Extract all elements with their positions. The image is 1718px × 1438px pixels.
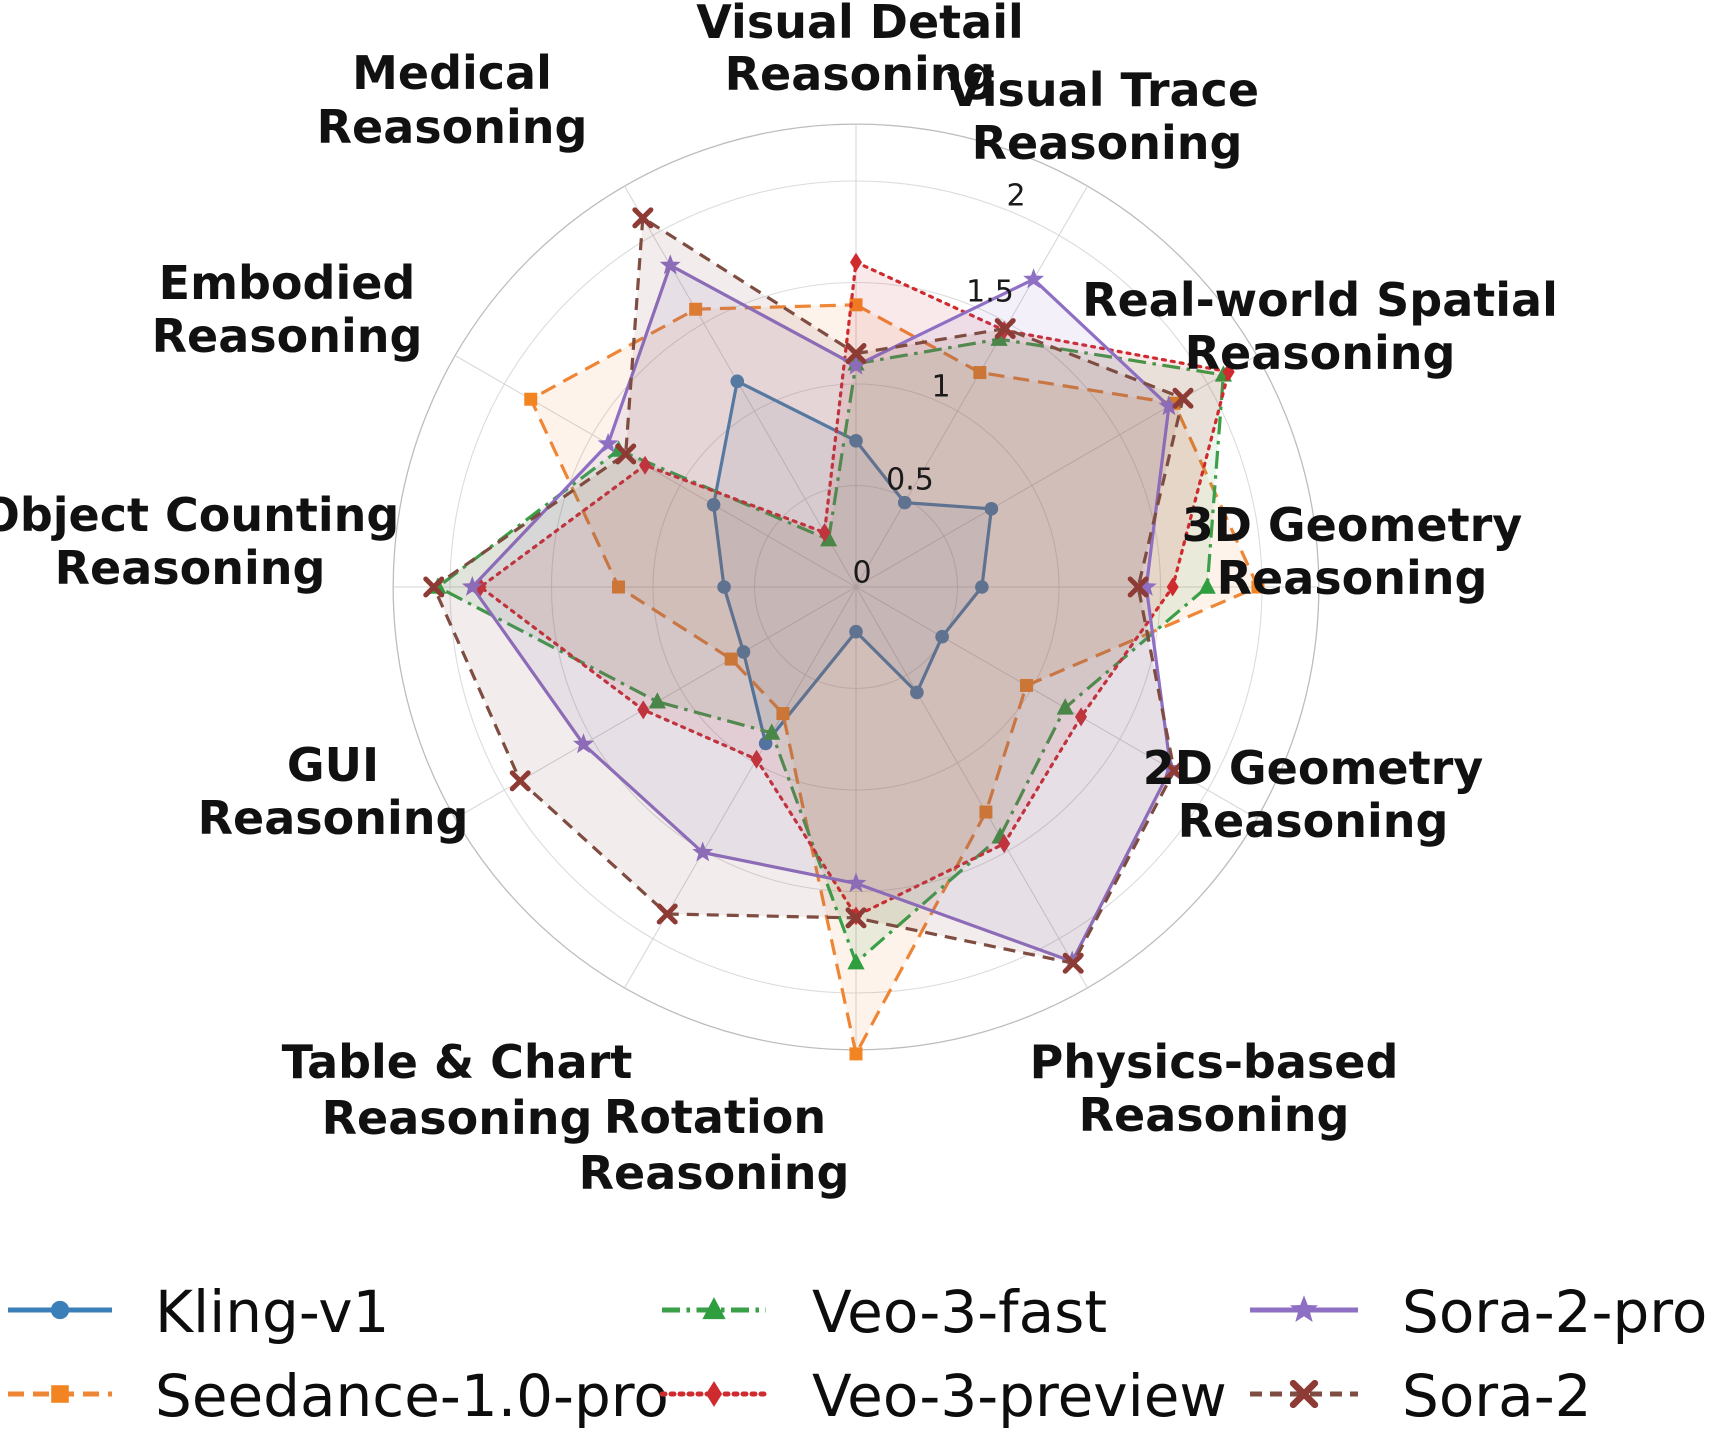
legend-item-sora-2-pro: Sora-2-pro	[1250, 1278, 1707, 1346]
legend-label: Sora-2-pro	[1402, 1278, 1707, 1346]
axis-label-line: Rotation	[604, 1090, 826, 1144]
legend-item-veo-3-preview: Veo-3-preview	[659, 1362, 1227, 1430]
axis-label-line: Real-world Spatial	[1082, 273, 1558, 327]
spoke-physics-based-reasoning	[855, 586, 1088, 989]
legend-label: Seedance-1.0-pro	[155, 1362, 669, 1430]
legend-item-seedance-1-0-pro: Seedance-1.0-pro	[8, 1362, 669, 1430]
axis-label-line: Reasoning	[198, 791, 469, 845]
legend-item-veo-3-fast: Veo-3-fast	[662, 1278, 1107, 1346]
axis-label-line: Reasoning	[1178, 794, 1449, 848]
series-fill-veo-3-preview	[480, 262, 1229, 916]
axis-label-line: 2D Geometry	[1143, 741, 1484, 795]
series-fill-seedance-1-0-pro	[530, 304, 1258, 1054]
legend-swatch-marker	[51, 1385, 69, 1403]
radial-tick-1: 1	[931, 370, 950, 405]
radial-tick-2: 2	[1006, 179, 1025, 214]
axis-label-line: GUI	[287, 738, 379, 792]
legend-item-kling-v1: Kling-v1	[8, 1278, 389, 1346]
axis-label-line: Reasoning	[322, 1091, 593, 1145]
axis-label-line: Visual Trace	[947, 63, 1259, 117]
axis-label-line: Physics-based	[1030, 1035, 1399, 1089]
legend-label: Veo-3-preview	[812, 1362, 1227, 1430]
series-fill-sora-2	[433, 217, 1183, 964]
axis-label-line: Reasoning	[152, 309, 423, 363]
axis-label-line: Reasoning	[725, 47, 996, 101]
series-sora-2	[423, 207, 1194, 974]
legend-label: Sora-2	[1402, 1362, 1592, 1430]
radial-tick-0.5: 0.5	[886, 463, 934, 498]
series-fill-kling-v1	[713, 381, 992, 744]
axis-label-line: Reasoning	[1185, 326, 1456, 380]
spoke-visual-trace-reasoning	[855, 185, 1088, 588]
radial-tick-1.5: 1.5	[966, 275, 1014, 310]
axis-label-line: Reasoning	[972, 116, 1243, 170]
series-markers-seedance-1-0-pro	[524, 298, 1265, 1061]
legend-label: Veo-3-fast	[812, 1278, 1107, 1346]
axis-label-line: Reasoning	[579, 1146, 850, 1200]
series-veo-3-preview	[474, 252, 1235, 926]
legend-label: Kling-v1	[155, 1278, 389, 1346]
axis-label-line: Visual Detail	[696, 0, 1023, 49]
axis-label-line: Reasoning	[1079, 1088, 1350, 1142]
legend-swatch-marker	[1289, 1295, 1319, 1322]
legend-swatch-marker	[50, 1300, 70, 1320]
axis-label-line: Reasoning	[317, 100, 588, 154]
radial-tick-0: 0	[852, 556, 871, 591]
axis-label-line: Reasoning	[1217, 551, 1488, 605]
axis-label-line: 3D Geometry	[1182, 498, 1523, 552]
spoke-2d-geometry-reasoning	[855, 586, 1258, 819]
legend-swatch-marker	[702, 1297, 726, 1320]
series-markers-kling-v1	[706, 374, 999, 751]
axis-label-line: Table & Chart	[282, 1035, 633, 1089]
series-markers-sora-2	[423, 207, 1194, 974]
radial-tick-labels: 0 0.5 1 1.5 2	[852, 179, 1025, 591]
legend-item-sora-2: Sora-2	[1250, 1362, 1592, 1430]
axis-label-line: Object Counting	[0, 488, 399, 542]
legend-swatch-marker	[1289, 1379, 1319, 1409]
axis-label-line: Embodied	[159, 256, 416, 310]
spoke-embodied-reasoning	[454, 355, 857, 588]
series-fill-veo-3-fast	[437, 339, 1224, 963]
series-kling-v1	[706, 374, 999, 751]
series-fill-sora-2-pro	[472, 265, 1171, 962]
axis-label-line: Medical	[352, 46, 552, 100]
axis-label-line: Reasoning	[55, 541, 326, 595]
legend-swatch-marker	[705, 1381, 723, 1407]
